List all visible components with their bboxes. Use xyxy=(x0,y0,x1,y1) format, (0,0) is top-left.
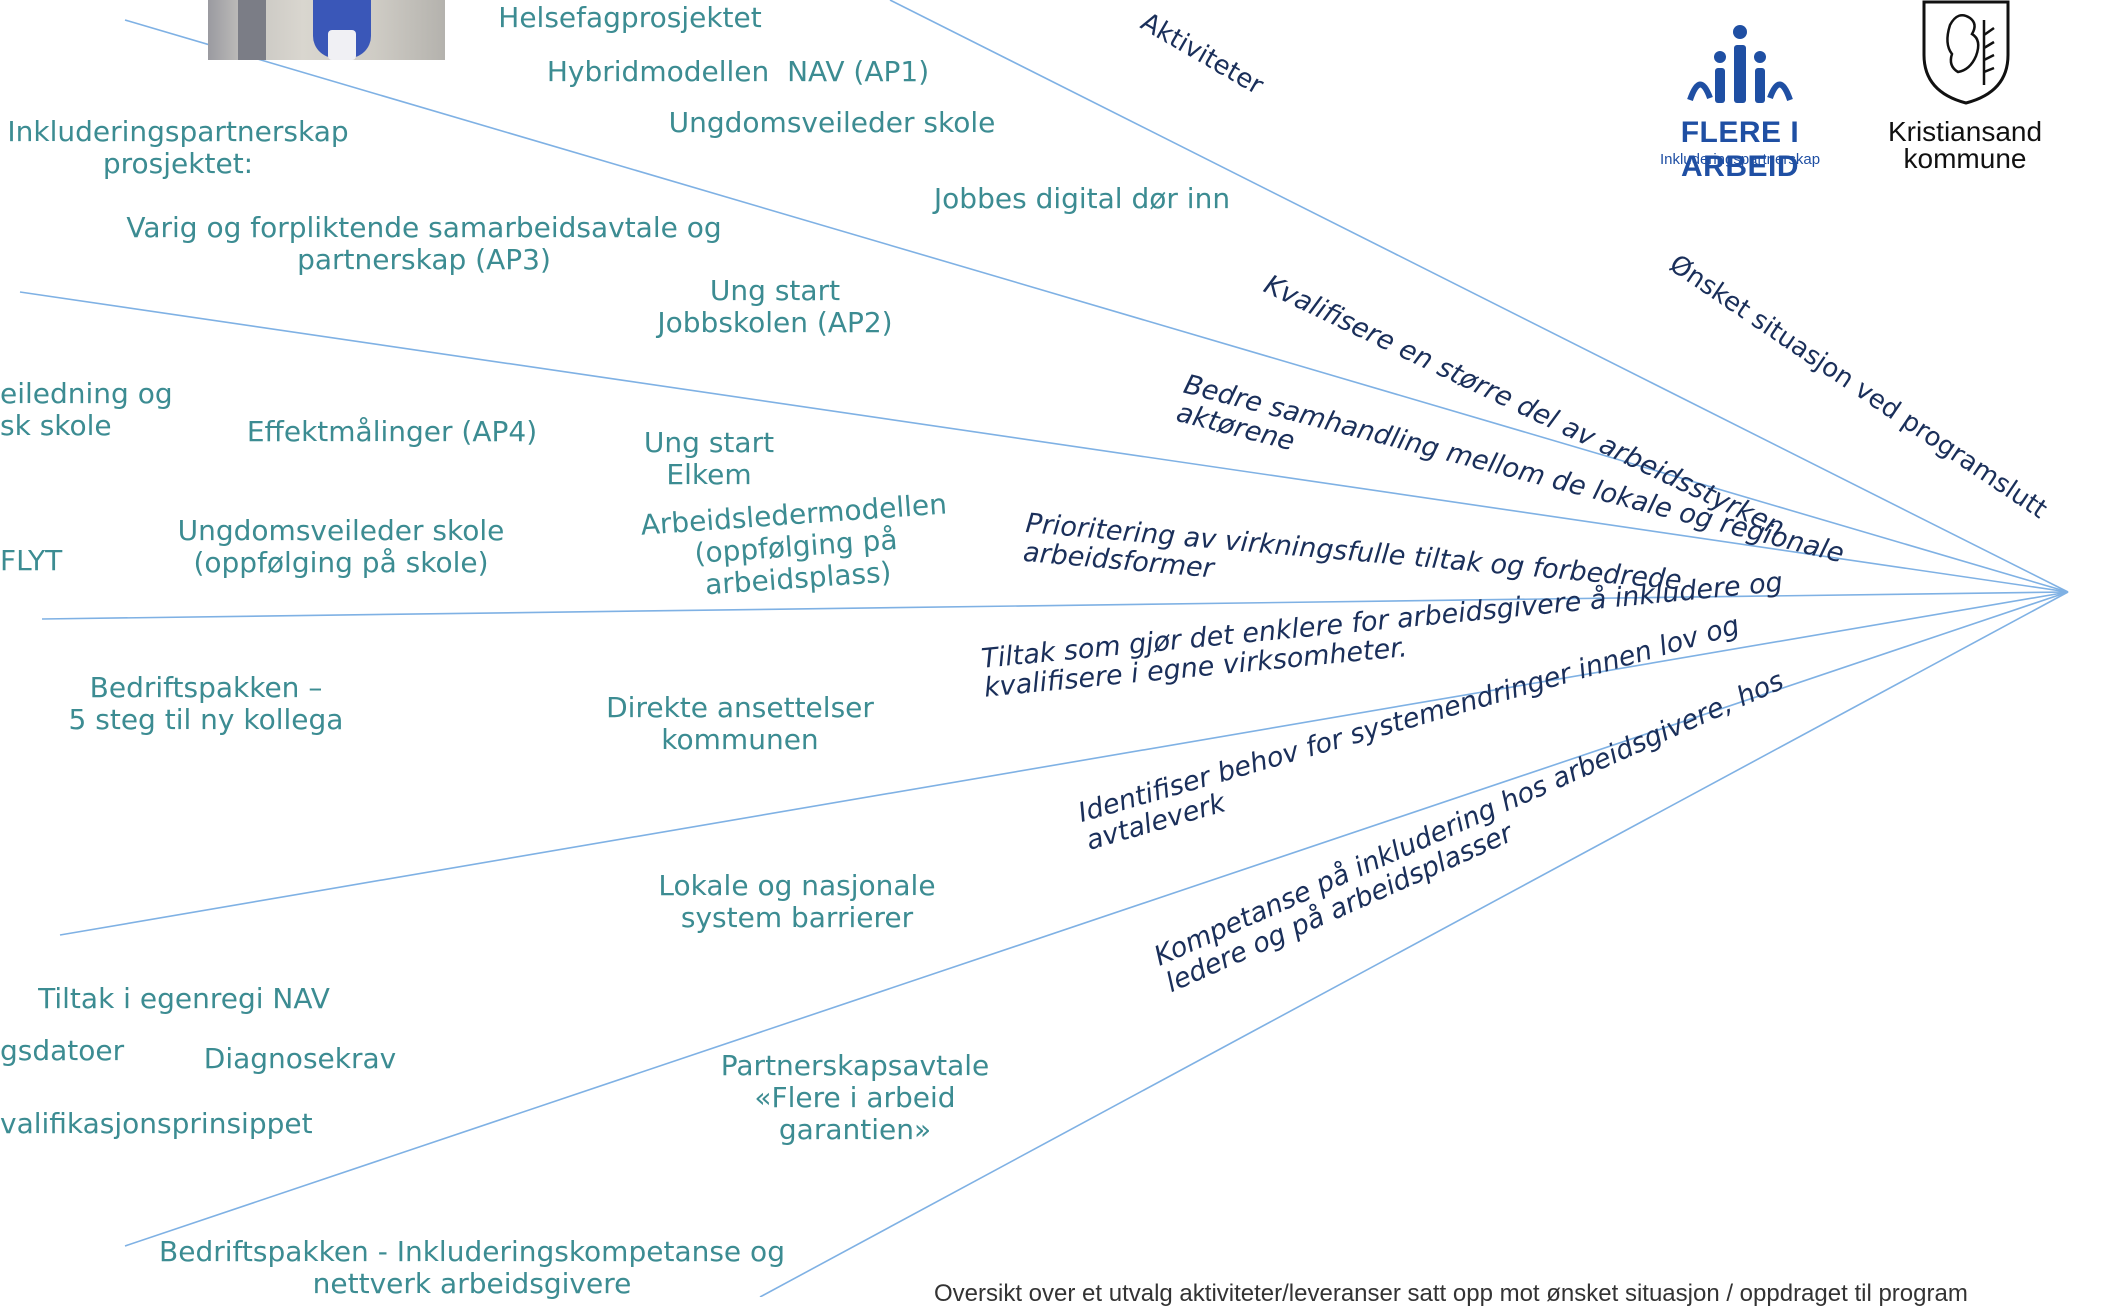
activity-flyt: FLYT xyxy=(0,544,63,577)
spoke-line-2 xyxy=(124,19,2069,593)
spoke-line-1 xyxy=(889,0,2069,593)
activity-inkluderingspartnerskap: Inkluderingspartnerskap prosjektet: xyxy=(7,115,349,180)
activity-ung-start-elkem: Ung start Elkem xyxy=(643,426,775,491)
activity-diagnosekrav: Diagnosekrav xyxy=(203,1042,397,1075)
activity-bedriftspakken-5-steg: Bedriftspakken – 5 steg til ny kollega xyxy=(68,671,344,736)
activity-veiledning: eiledning og sk skole xyxy=(0,377,173,442)
kristiansand-kommune-name: Kristiansand kommune xyxy=(1887,116,2043,174)
fia-subtitle: Inkluderingspartnerskap xyxy=(1659,151,1821,168)
spoke-line-5 xyxy=(59,591,2069,936)
activity-kvalifikasjonsprinsippet: valifikasjonsprinsippet xyxy=(0,1107,313,1140)
fia-title: FLERE I ARBEID xyxy=(1680,116,1800,183)
spoke-line-6 xyxy=(124,591,2069,1247)
activity-hybridmodellen: Hybridmodellen NAV (AP1) xyxy=(546,55,930,88)
activity-ungdomsveileder-oppfolging: Ungdomsveileder skole (oppfølging på sko… xyxy=(177,514,505,579)
activity-effektmalinger: Effektmålinger (AP4) xyxy=(246,415,538,448)
activity-jobbes-digital: Jobbes digital dør inn xyxy=(933,182,1231,215)
activity-ungdomsveileder-skole: Ungdomsveileder skole xyxy=(668,106,996,139)
spoke-line-7 xyxy=(759,591,2069,1297)
project-photo xyxy=(208,0,445,60)
spoke-line-3 xyxy=(19,291,2069,593)
activity-gsdatoer: gsdatoer xyxy=(0,1034,125,1067)
activity-tiltak-egenregi: Tiltak i egenregi NAV xyxy=(38,982,330,1015)
activity-bedriftspakken-inkludering: Bedriftspakken - Inkluderingskompetanse … xyxy=(159,1235,785,1300)
photo-door xyxy=(238,0,266,60)
activity-ung-start-jobbskolen: Ung start Jobbskolen (AP2) xyxy=(657,274,893,339)
photo-person-detail xyxy=(328,30,356,60)
activity-system-barrierer: Lokale og nasjonale system barrierer xyxy=(658,869,936,934)
activity-partnerskapsavtale: Partnerskapsavtale «Flere i arbeid garan… xyxy=(720,1049,990,1146)
spoke-line-4 xyxy=(41,591,2069,620)
caption: Oversikt over et utvalg aktiviteter/leve… xyxy=(934,1280,1968,1307)
people-icon xyxy=(1687,25,1793,103)
activity-samarbeidsavtale: Varig og forpliktende samarbeidsavtale o… xyxy=(126,211,722,276)
coat-of-arms-icon xyxy=(1922,0,2010,105)
activity-direkte-ansettelser: Direkte ansettelser kommunen xyxy=(606,691,874,756)
kristiansand-kommune-logo: Kristiansand kommune xyxy=(1880,0,2050,180)
flere-i-arbeid-logo: FLERE I ARBEID Inkluderingspartnerskap xyxy=(1620,20,1860,183)
activity-helsefagprosjektet: Helsefagprosjektet xyxy=(498,1,762,34)
